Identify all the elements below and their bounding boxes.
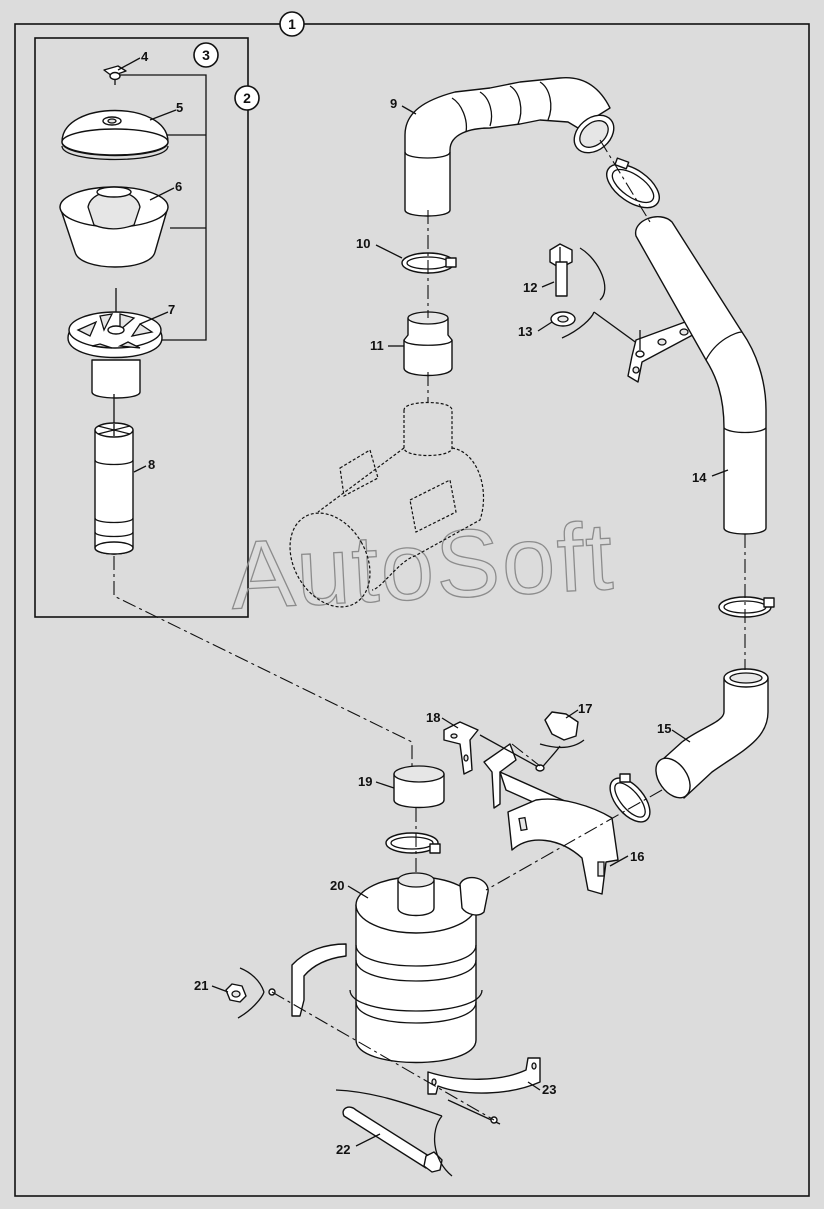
svg-text:3: 3 [202,47,210,63]
part-label-9: 9 [390,96,397,111]
washer-13-part [550,311,576,327]
air-cleaner-housing-outline [289,401,485,608]
safety-element-part [94,394,134,555]
assembly-line-straps [271,991,495,1121]
part-label-8: 8 [148,457,155,472]
intake-elbow-15-part [655,668,769,799]
hose-clamp-15-part [609,773,651,823]
part-label-13: 13 [518,324,532,339]
part-label-15: 15 [657,721,671,736]
part-label-4: 4 [141,49,149,64]
part-label-22: 22 [336,1142,350,1157]
filter-cover-part [61,109,169,161]
bolt-17-part [535,711,585,772]
assembly-line-kit-to-cleaner [113,556,413,770]
part-label-23: 23 [542,1082,556,1097]
hose-clamp-upper-part [606,157,660,209]
air-cleaner-20-part [349,872,489,1064]
part-label-16: 16 [630,849,644,864]
part-label-6: 6 [175,179,182,194]
pipe-bracket-part [561,247,703,383]
group-3-bracket [119,74,207,341]
part-label-5: 5 [176,100,183,115]
callout-circle-3: 3 [193,42,219,68]
strap-upper-part [291,943,347,1017]
mounting-bracket-part [443,721,619,895]
part-label-7: 7 [168,302,175,317]
filter-kit-frame [34,37,249,618]
part-label-19: 19 [358,774,372,789]
nut-21-part [225,967,276,1019]
leader-lines [117,57,729,1147]
part-label-12: 12 [523,280,537,295]
intake-pipe-14-part [635,216,767,535]
part-label-11: 11 [370,338,384,353]
hose-clamp-19-part [385,832,441,854]
pre-cleaner-bowl-part [59,186,169,268]
part-label-10: 10 [356,236,370,251]
watermark-text: AutoSoft [228,503,617,630]
assembly-line-15-to-cleaner [485,789,663,891]
intake-elbow-hose-part [404,77,615,217]
part-label-14: 14 [692,470,707,485]
callout-circle-1: 1 [279,11,305,37]
rubber-sleeve-11-part [403,311,453,377]
assembly-line-9-to-14 [599,139,651,223]
assembly-line-bracket-bolt [511,743,541,767]
part-label-18: 18 [426,710,440,725]
vane-assembly-part [67,288,163,399]
svg-text:2: 2 [243,90,251,106]
part-label-17: 17 [578,701,592,716]
hose-clamp-10-part [401,252,457,274]
bolt-12-part [549,243,573,297]
callout-circle-2: 2 [234,85,260,111]
svg-text:1: 1 [288,16,296,32]
rubber-sleeve-19-part [393,765,445,809]
part-label-21: 21 [194,978,208,993]
part-label-20: 20 [330,878,344,893]
strap-23-part [427,1057,541,1095]
wing-nut-part [103,65,127,85]
main-frame [14,23,810,1197]
